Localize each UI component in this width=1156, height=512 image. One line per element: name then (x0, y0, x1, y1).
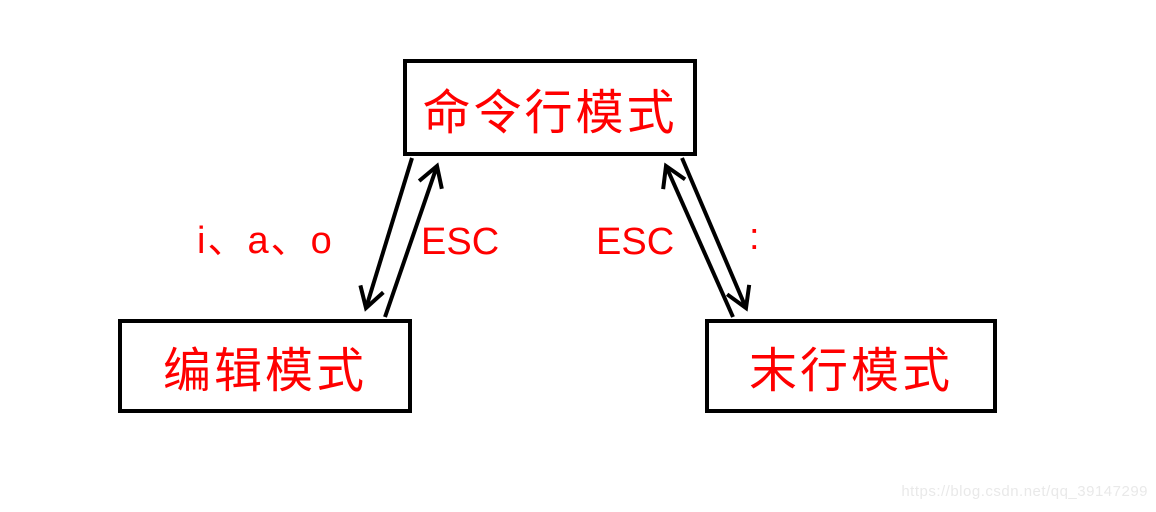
node-lastline-mode: 末行模式 (705, 319, 997, 413)
node-command-mode: 命令行模式 (403, 59, 697, 156)
node-edit-mode: 编辑模式 (118, 319, 412, 413)
arrow-lastline-to-command (661, 162, 735, 318)
node-lastline-mode-label: 末行模式 (748, 345, 953, 398)
arrow-command-to-lastline (680, 157, 752, 312)
node-edit-mode-label: 编辑模式 (162, 345, 367, 398)
edge-label-esc-left: ESC (421, 221, 500, 263)
arrow-command-to-edit (358, 157, 414, 312)
edge-label-esc-right: ESC (596, 221, 675, 263)
node-command-mode-label: 命令行模式 (422, 86, 678, 140)
watermark-url: https://blog.csdn.net/qq_39147299 (901, 483, 1148, 500)
edge-label-insert-keys: i、a、o (197, 220, 334, 262)
edge-label-colon: : (749, 216, 760, 258)
